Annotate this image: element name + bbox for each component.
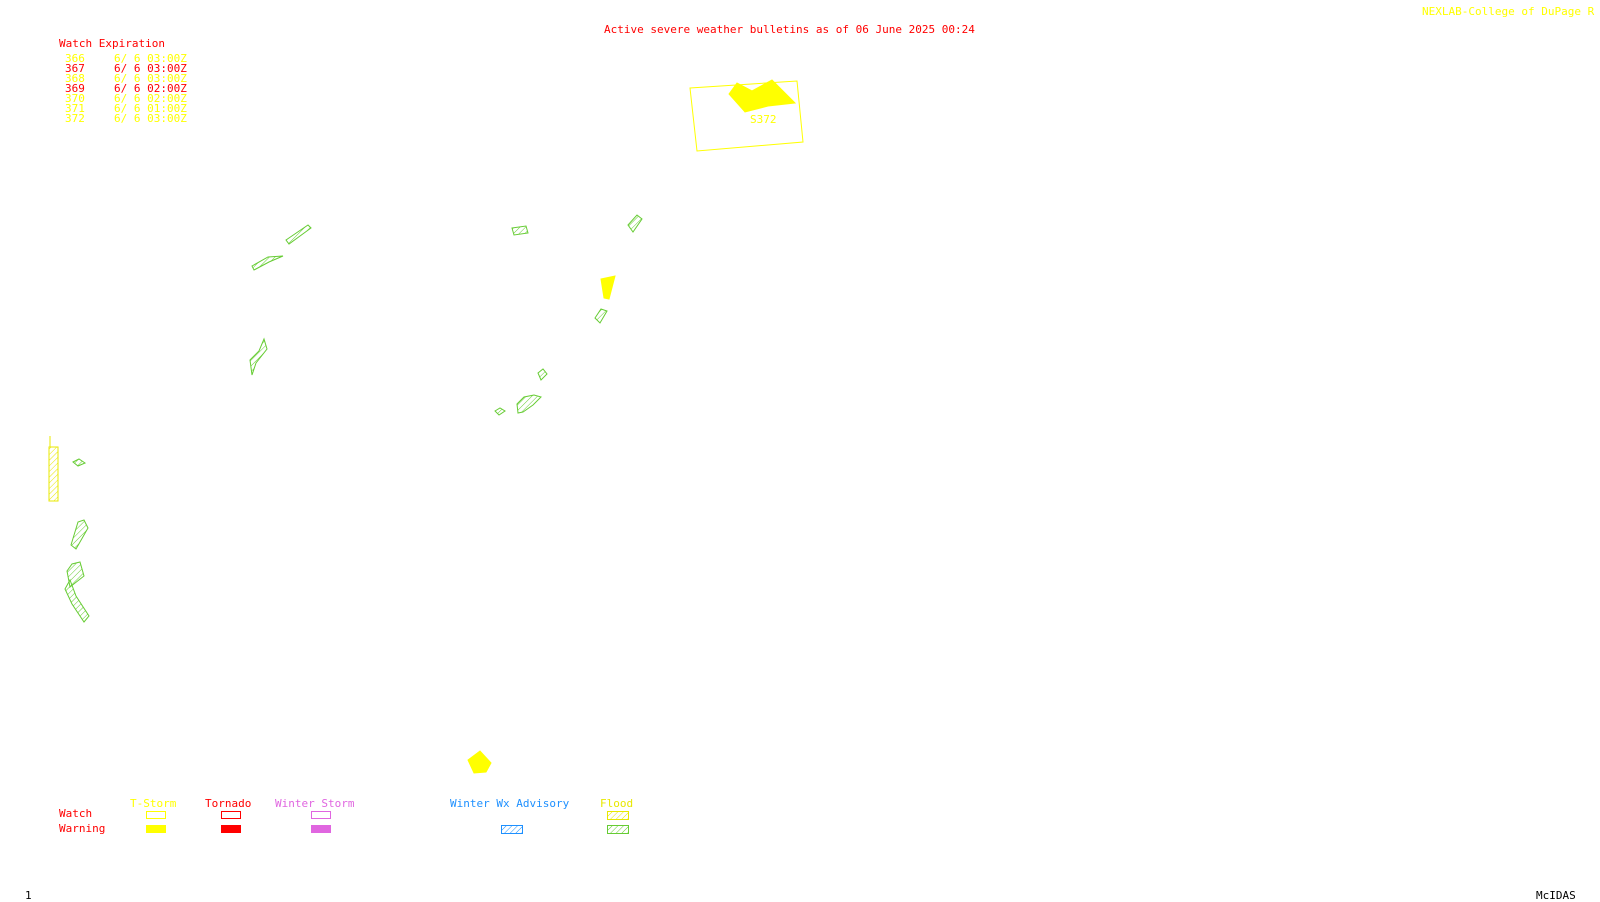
flood-warning-polygon [516, 394, 542, 414]
watch-id: 367 [65, 62, 85, 75]
flood-warning-polygon [627, 214, 643, 233]
flood-warning-polygon [249, 337, 268, 376]
legend-tstorm-watch-swatch [146, 811, 166, 819]
flood-warning-polygon [70, 519, 89, 550]
watch-id: 369 [65, 82, 85, 95]
tstorm-warning-polygon [467, 750, 492, 774]
legend-winter-advisory-label: Winter Wx Advisory [450, 797, 570, 810]
legend-tornado-warning-swatch [221, 825, 241, 833]
legend-tornado-label: Tornado [205, 797, 252, 810]
watch-box-s372 [689, 80, 804, 152]
watch-expiration-heading: Watch Expiration [59, 37, 165, 50]
watch-id: 371 [65, 102, 85, 115]
watch-expiration-time: 6/ 6 03:00Z [114, 62, 187, 75]
watch-id: 370 [65, 92, 85, 105]
legend-watch-label: Watch [59, 807, 93, 820]
watch-box-label: S372 [750, 113, 777, 126]
flood-warning-polygon [494, 407, 506, 416]
watch-expiration-time: 6/ 6 03:00Z [114, 112, 187, 125]
frame-number: 1 [25, 889, 32, 902]
flood-warning-polygon [72, 458, 87, 467]
tstorm-warning-polygon [600, 275, 616, 300]
legend-winter-storm-warning-swatch [311, 825, 331, 833]
legend-tornado-watch-swatch [221, 811, 241, 819]
watch-expiration-time: 6/ 6 03:00Z [114, 52, 187, 65]
flood-warning-polygon [285, 224, 312, 245]
flood-warning-polygon [537, 368, 548, 381]
legend-winter-storm-label: Winter Storm [275, 797, 355, 810]
legend-winter-storm-watch-swatch [311, 811, 331, 819]
watch-id: 368 [65, 72, 85, 85]
flood-warning-polygon-yellow [48, 446, 59, 502]
legend-flood-watch-swatch [607, 811, 629, 820]
flood-warning-polygon [511, 225, 529, 236]
software-label: McIDAS [1536, 889, 1576, 902]
flood-warning-polygon [64, 578, 90, 623]
watch-expiration-time: 6/ 6 02:00Z [114, 92, 187, 105]
legend-tstorm-warning-swatch [146, 825, 166, 833]
legend-flood-label: Flood [600, 797, 634, 810]
legend-tstorm-label: T-Storm [130, 797, 177, 810]
legend-winter-advisory-swatch [501, 825, 523, 834]
legend-warning-label: Warning [59, 822, 106, 835]
flood-warning-polygon [594, 308, 608, 324]
watch-id: 372 [65, 112, 85, 125]
source-credit: NEXLAB-College of DuPage R [1422, 5, 1595, 18]
watch-id: 366 [65, 52, 85, 65]
flood-warning-polygon [251, 255, 284, 271]
watch-expiration-time: 6/ 6 02:00Z [114, 82, 187, 95]
legend-flood-warning-swatch [607, 825, 629, 834]
bulletin-title: Active severe weather bulletins as of 06… [604, 23, 975, 36]
watch-expiration-time: 6/ 6 01:00Z [114, 102, 187, 115]
watch-expiration-time: 6/ 6 03:00Z [114, 72, 187, 85]
tstorm-warning-polygon [728, 79, 797, 113]
